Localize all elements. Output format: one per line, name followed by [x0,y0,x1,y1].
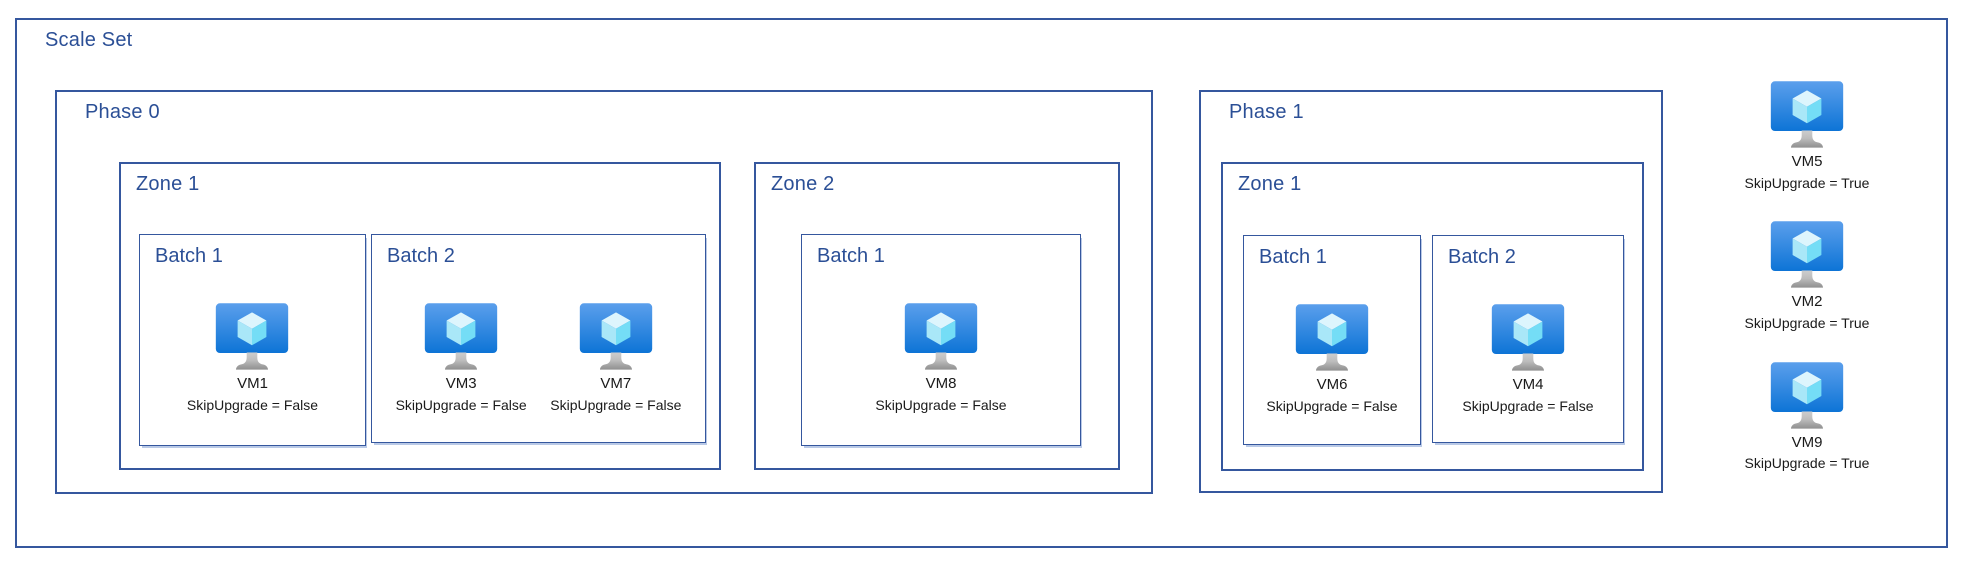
phase1-zone1-batch1-label: Batch 1 [1259,246,1327,268]
vm-icon [215,302,289,372]
vm-skip-upgrade-label: SkipUpgrade = False [186,396,319,413]
vm-icon [1295,303,1369,373]
phase0-zone2-batch1-label: Batch 1 [817,245,885,267]
vm-row: VM8 SkipUpgrade = False [802,302,1080,445]
vm-icon [1491,303,1565,373]
vm-icon [904,302,978,372]
phase0-zone2-box: Zone 2 Batch 1 VM8 SkipUpgrade = False [754,162,1120,470]
vm-vm4: VM4 SkipUpgrade = False [1462,303,1594,415]
vm-vm3: VM3 SkipUpgrade = False [396,302,527,414]
scale-set-label: Scale Set [45,29,133,51]
phase0-zone2-batch1-box: Batch 1 VM8 SkipUpgrade = False [801,234,1081,446]
phase0-zone1-batch2-box: Batch 2 VM3 SkipUpgrade = False VM7 Skip… [371,234,706,443]
vm-row: VM4 SkipUpgrade = False [1433,303,1623,442]
phase1-zone1-batch1-box: Batch 1 VM6 SkipUpgrade = False [1243,235,1421,445]
phase-1-label: Phase 1 [1229,101,1304,123]
vm-skip-upgrade-label: SkipUpgrade = False [395,396,527,413]
vm-vm5: VM5 SkipUpgrade = True [1744,80,1870,192]
vm-skip-upgrade-label: SkipUpgrade = True [1744,455,1870,472]
vm-name: VM5 [1791,153,1823,170]
vm-vm6: VM6 SkipUpgrade = False [1266,303,1398,415]
vm-name: VM8 [925,375,957,392]
vm-name: VM9 [1791,433,1823,451]
vm-vm9: VM9 SkipUpgrade = True [1744,361,1870,473]
vm-skip-upgrade-label: SkipUpgrade = True [1744,174,1870,191]
vm-skip-upgrade-label: SkipUpgrade = False [1266,397,1398,414]
phase1-zone1-box: Zone 1 Batch 1 VM6 SkipUpgrade = False B… [1221,162,1644,471]
vm-icon [579,302,653,372]
vm-name: VM7 [600,375,632,392]
vm-skip-upgrade-label: SkipUpgrade = False [1462,397,1594,414]
vm-name: VM3 [445,375,477,392]
phase1-zone1-batch2-label: Batch 2 [1448,246,1516,268]
vm-name: VM2 [1791,293,1823,311]
vm-skip-upgrade-label: SkipUpgrade = False [875,396,1007,413]
vm-name: VM1 [237,375,268,392]
vm-skip-upgrade-label: SkipUpgrade = False [550,396,682,413]
vm-vm7: VM7 SkipUpgrade = False [550,302,681,414]
phase0-zone1-batch1-box: Batch 1 VM1 SkipUpgrade = False [139,234,366,446]
vm-vm8: VM8 SkipUpgrade = False [875,302,1007,414]
phase1-zone1-label: Zone 1 [1238,173,1302,195]
vm-row: VM1 SkipUpgrade = False [140,302,365,445]
vm-vm2: VM2 SkipUpgrade = True [1744,220,1870,332]
phase0-zone1-batch2-label: Batch 2 [387,245,455,267]
phase-1-box: Phase 1 Zone 1 Batch 1 VM6 SkipUpgrade =… [1199,90,1663,493]
phase0-zone2-label: Zone 2 [771,173,835,195]
phase0-zone1-batch1-label: Batch 1 [155,245,223,267]
vm-icon [1770,80,1844,150]
vm-row: VM6 SkipUpgrade = False [1244,303,1420,444]
phase0-zone1-label: Zone 1 [136,173,200,195]
vm-row: VM3 SkipUpgrade = False VM7 SkipUpgrade … [372,302,705,442]
vm-skip-upgrade-label: SkipUpgrade = True [1744,315,1870,331]
phase1-zone1-batch2-box: Batch 2 VM4 SkipUpgrade = False [1432,235,1624,443]
phase0-zone1-box: Zone 1 Batch 1 VM1 SkipUpgrade = False B… [119,162,721,470]
vm-icon [1770,220,1844,290]
vm-name: VM4 [1512,376,1544,393]
scale-set-box: Scale Set Phase 0 Zone 1 Batch 1 VM1 Ski… [15,18,1948,548]
vm-name: VM6 [1316,376,1348,393]
skip-upgrade-vm-column: VM5 SkipUpgrade = True VM2 SkipUpgrade =… [1707,80,1907,473]
vm-icon [424,302,498,372]
phase-0-box: Phase 0 Zone 1 Batch 1 VM1 SkipUpgrade =… [55,90,1153,494]
phase-0-label: Phase 0 [85,101,160,123]
vm-vm1: VM1 SkipUpgrade = False [187,302,318,414]
vm-icon [1770,361,1844,431]
